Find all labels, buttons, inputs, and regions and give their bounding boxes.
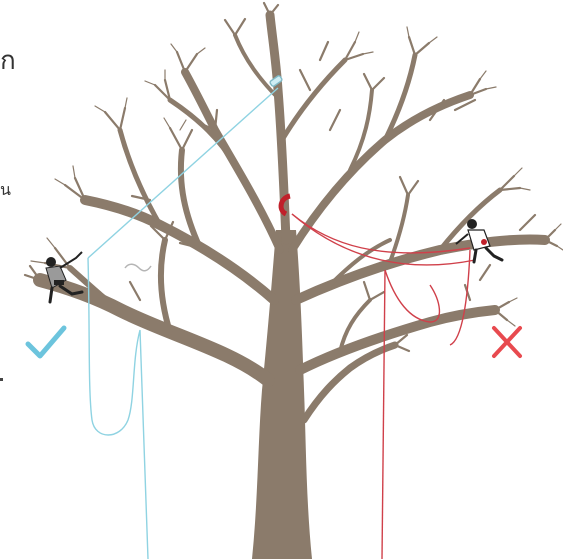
anchor-wrong [278,193,291,217]
branch-center [265,10,291,245]
bullet-dot [0,378,3,381]
side-text-fragment: น [0,180,11,199]
rope-wrong-line-2 [291,213,476,266]
branch-left-high [181,68,284,254]
tree [23,1,563,559]
rope-correct-line [87,87,279,259]
page-title-fragment: ก [0,46,16,76]
cross-icon [492,326,522,358]
rope-correct-tail [87,257,149,559]
rope-wrong-tail [381,269,386,559]
check-icon [25,325,67,359]
branch-right-mid [291,234,550,305]
wrong-rope-system [278,193,476,559]
branch-right-low [295,305,500,375]
branch-right-high [288,91,474,254]
branch-right-lower [300,341,399,424]
correct-rope-system [87,75,283,559]
branch-left-mid [80,195,279,305]
branch-left-low [33,273,275,387]
climber-correct [45,251,84,304]
anchor-correct [269,75,283,87]
tree-trunk [252,230,312,559]
climber-wrong [455,219,504,264]
